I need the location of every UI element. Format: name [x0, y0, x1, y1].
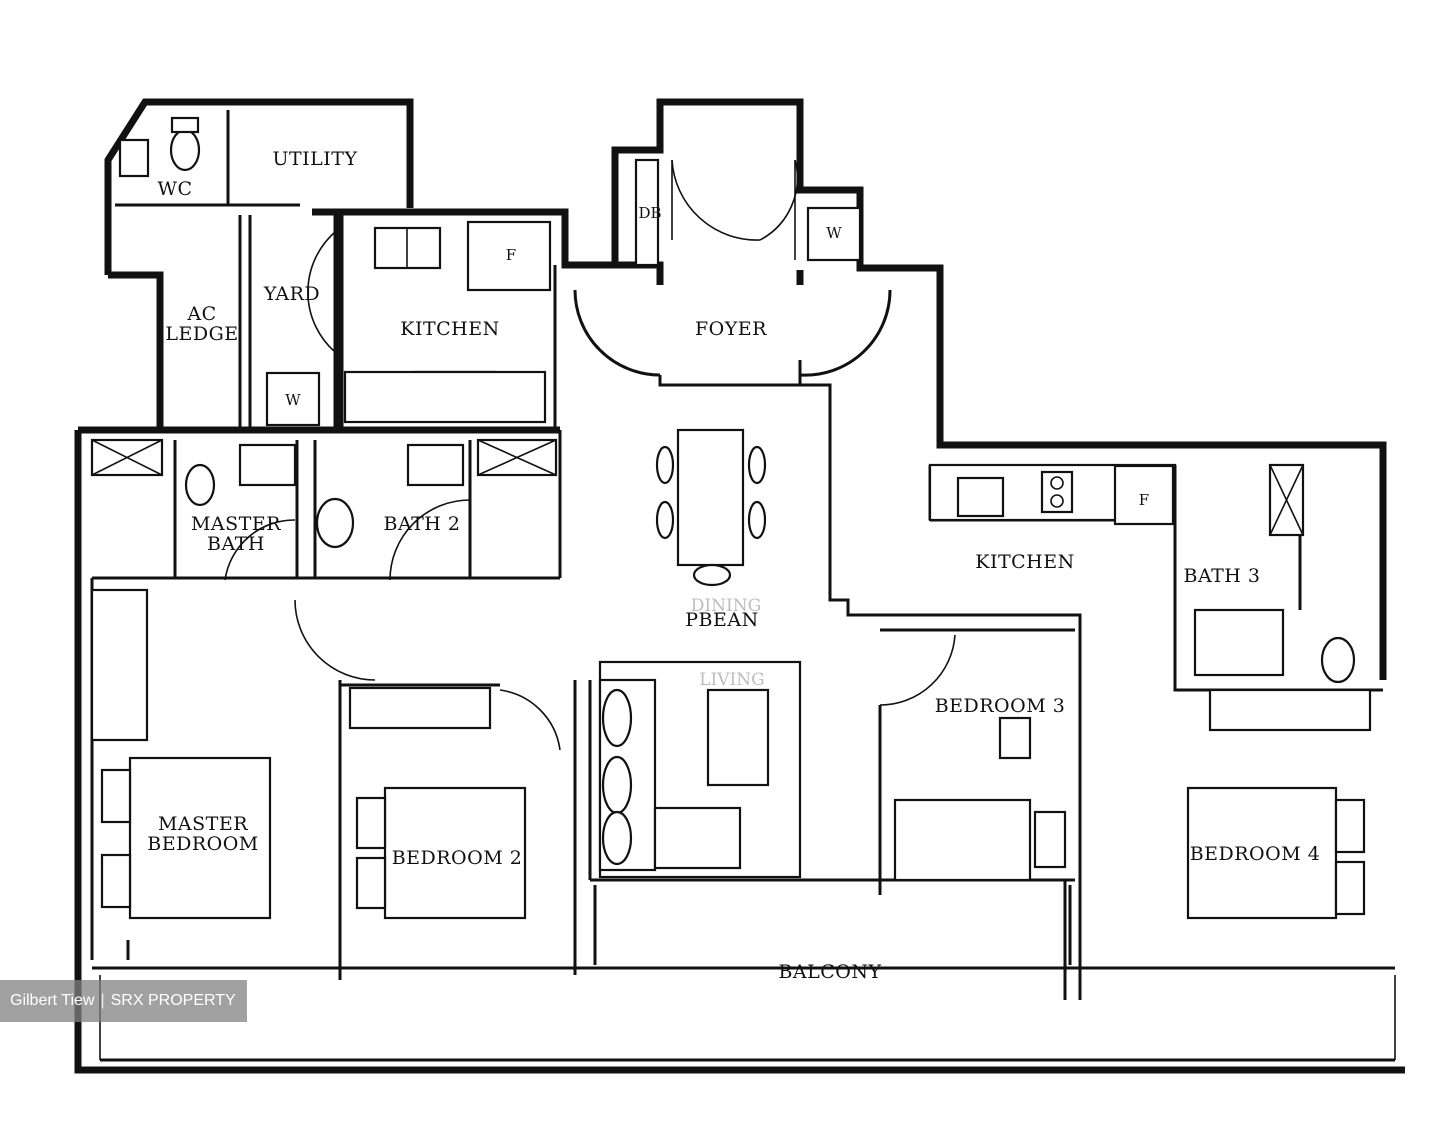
label-dining: DINING [691, 596, 761, 616]
label-ac-ledge-2: LEDGE [165, 323, 238, 345]
label-living: LIVING [699, 670, 764, 690]
label-washer-left: W [285, 391, 301, 409]
label-bath-2: BATH 2 [383, 513, 460, 535]
label-fridge-left: F [506, 246, 516, 264]
label-foyer: FOYER [695, 318, 767, 340]
label-db: DB [638, 204, 661, 222]
label-kitchen-right: KITCHEN [975, 551, 1074, 573]
watermark-brand: SRX PROPERTY [110, 992, 236, 1009]
label-kitchen-left: KITCHEN [400, 318, 499, 340]
label-fridge-right: F [1139, 491, 1149, 509]
label-master-bath-2: BATH [207, 533, 265, 555]
label-yard: YARD [263, 283, 320, 305]
label-bedroom-2: BEDROOM 2 [392, 847, 523, 869]
watermark-agent: Gilbert Tiew [10, 992, 95, 1009]
label-bedroom-4: BEDROOM 4 [1190, 843, 1321, 865]
label-washer-top: W [826, 224, 842, 242]
label-bedroom-3: BEDROOM 3 [935, 695, 1066, 717]
label-master-bedroom-1: MASTER [158, 813, 248, 835]
interior-walls [90, 110, 1383, 1000]
watermark-badge: Gilbert Tiew | SRX PROPERTY [0, 980, 247, 1022]
label-ac-ledge-1: AC [186, 303, 216, 325]
label-pbean: PBEAN [685, 609, 758, 631]
label-balcony: BALCONY [778, 961, 881, 983]
room-labels: WC UTILITY AC LEDGE YARD KITCHEN FOYER D… [147, 148, 1320, 983]
label-bath-3: BATH 3 [1183, 565, 1260, 587]
label-master-bath-1: MASTER [191, 513, 281, 535]
label-utility: UTILITY [272, 148, 357, 170]
fixtures [90, 116, 1372, 965]
watermark-separator: | [100, 992, 105, 1009]
door-swings [224, 159, 956, 751]
label-master-bedroom-2: BEDROOM [147, 833, 258, 855]
label-wc: WC [157, 178, 192, 200]
exterior-walls [74, 98, 1405, 1074]
